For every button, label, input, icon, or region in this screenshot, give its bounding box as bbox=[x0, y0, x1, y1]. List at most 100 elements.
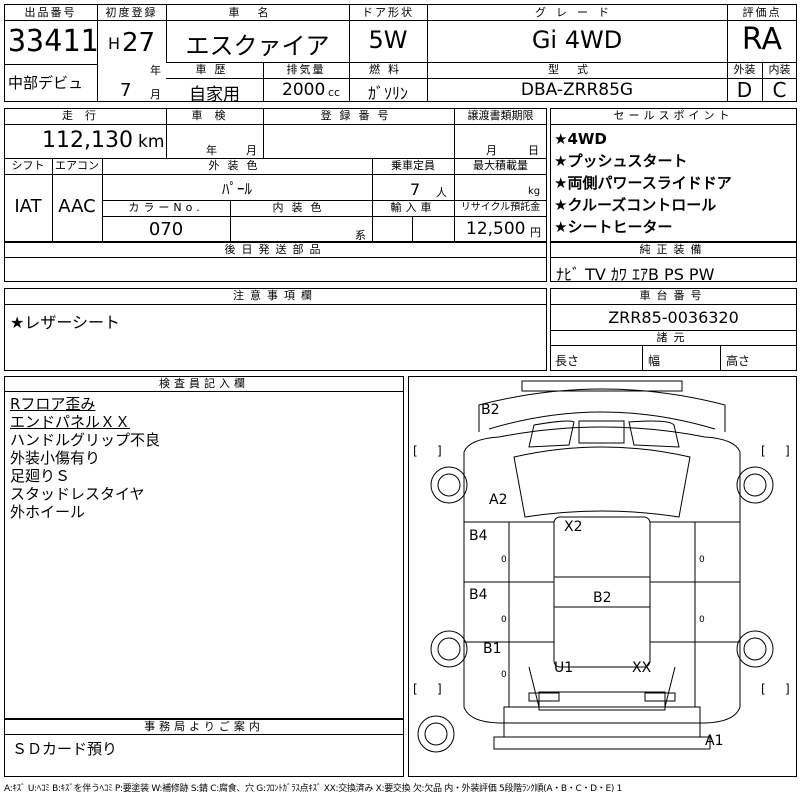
recycle-label: リサイクル預託金 bbox=[460, 202, 541, 213]
displacement: 2000 bbox=[282, 80, 326, 100]
intcolor-label: 内装色 bbox=[272, 201, 330, 214]
insp-month-unit: 月 bbox=[246, 144, 257, 157]
month-unit: 月 bbox=[150, 88, 161, 101]
equipment: ﾅﾋﾞ TV ｶﾜ ｴｱB PS PW bbox=[556, 265, 715, 284]
ext-grade: D bbox=[736, 78, 753, 102]
mileage-unit: km bbox=[138, 132, 165, 152]
mileage: 112,130 bbox=[42, 128, 133, 153]
color: ﾊﾟｰﾙ bbox=[221, 180, 252, 198]
sales-item: ★シートヒーター bbox=[554, 218, 673, 236]
inspector-line: ハンドルグリップ不良 bbox=[10, 431, 161, 449]
inspection-label: 車検 bbox=[191, 109, 238, 122]
shift: IAT bbox=[14, 196, 42, 217]
dims-label: 諸元 bbox=[656, 331, 691, 344]
recycle-amount: 12,500 bbox=[466, 219, 526, 239]
model: DBA-ZRR85G bbox=[520, 80, 634, 100]
load-label: 最大積載量 bbox=[473, 159, 528, 172]
dmg-mark: B2 bbox=[593, 590, 612, 606]
transfer-label: 譲渡書類期限 bbox=[467, 109, 534, 122]
small-mark: 0 bbox=[501, 555, 507, 565]
insp-year-unit: 年 bbox=[206, 144, 217, 157]
small-mark: 0 bbox=[699, 555, 705, 565]
equipment-block bbox=[550, 242, 797, 282]
first-reg-month: 7 bbox=[120, 80, 132, 101]
notes: ★レザーシート bbox=[10, 313, 121, 332]
lot-label: 出品番号 bbox=[24, 6, 77, 19]
car-name-label: 車名 bbox=[228, 6, 287, 19]
colorno: 070 bbox=[148, 219, 184, 240]
office-block bbox=[4, 719, 404, 777]
capacity: 7 bbox=[410, 180, 421, 199]
dmg-mark: U1 bbox=[554, 660, 573, 676]
displacement-label: 排気量 bbox=[286, 63, 326, 76]
sales-item: ★4WD bbox=[554, 130, 607, 148]
bracket: ] bbox=[437, 682, 442, 696]
capacity-label: 乗車定員 bbox=[391, 159, 435, 172]
details-block bbox=[4, 108, 547, 242]
year-unit: 年 bbox=[150, 64, 161, 77]
displacement-unit: cc bbox=[328, 86, 341, 99]
score: RA bbox=[741, 22, 783, 57]
door-type: 5W bbox=[368, 26, 408, 54]
dmg-mark: B2 bbox=[481, 402, 500, 418]
small-mark: 0 bbox=[501, 615, 507, 625]
tr-month-unit: 月 bbox=[486, 144, 497, 157]
car-diagram: B2 A2 X2 B4 B4 B2 B1 U1 XX A1 0 0 0 0 0 … bbox=[408, 376, 797, 777]
lot-number: 33411 bbox=[8, 24, 99, 59]
sales-label: セールスポイント bbox=[613, 109, 734, 122]
dmg-mark: XX bbox=[632, 660, 652, 676]
header-block bbox=[4, 4, 797, 102]
bracket: ] bbox=[785, 444, 790, 458]
office-label: 事務局よりご案内 bbox=[144, 720, 264, 733]
inspector-line: スタッドレスタイヤ bbox=[10, 485, 145, 503]
later-parts-label: 後日発送部品 bbox=[224, 243, 327, 256]
dmg-mark: B1 bbox=[483, 641, 502, 657]
ac: AAC bbox=[58, 196, 96, 217]
bracket: ] bbox=[437, 444, 442, 458]
dmg-mark: B4 bbox=[469, 528, 488, 544]
debut-label: 中部デビュ bbox=[8, 74, 84, 92]
chassis-label: 車台番号 bbox=[639, 289, 708, 302]
height-label: 高さ bbox=[726, 354, 751, 368]
bracket: [ bbox=[761, 444, 766, 458]
dmg-mark: B4 bbox=[469, 587, 488, 603]
car-diagram-svg: B2 A2 X2 B4 B4 B2 B1 U1 XX A1 0 0 0 0 0 … bbox=[413, 380, 790, 753]
sales-item: ★両側パワースライドドア bbox=[554, 174, 732, 192]
capacity-unit: 人 bbox=[436, 186, 447, 199]
recycle-unit: 円 bbox=[530, 226, 541, 239]
history-label: 車歴 bbox=[195, 63, 234, 76]
history: 自家用 bbox=[189, 85, 240, 105]
sales-item: ★プッシュスタート bbox=[554, 152, 688, 170]
sales-points-block bbox=[550, 108, 797, 242]
dmg-mark: X2 bbox=[564, 519, 583, 535]
inspector-block bbox=[4, 376, 404, 719]
sales-item: ★クルーズコントロール bbox=[554, 196, 717, 214]
chassis-block bbox=[550, 288, 797, 371]
bracket: [ bbox=[413, 444, 418, 458]
car-name: エスクァイア bbox=[185, 32, 330, 60]
first-reg-year: 27 bbox=[122, 28, 156, 58]
inspector-line: エンドパネルＸＸ bbox=[10, 413, 131, 431]
import-label: 輸入車 bbox=[390, 201, 436, 214]
intcolor-unit: 系 bbox=[355, 229, 366, 242]
later-parts-block bbox=[4, 242, 547, 282]
inspector-list: Rフロア歪み エンドパネルＸＸ ハンドルグリップ不良 外装小傷有り 足廻りＳ ス… bbox=[10, 395, 160, 521]
legend: A:ｷｽﾞ U:ﾍｺﾐ B:ｷｽﾞを伴うﾍｺﾐ P:要塗装 W:補修跡 S:錆 … bbox=[4, 784, 623, 794]
small-mark: 0 bbox=[501, 670, 507, 680]
grade-label: グレード bbox=[535, 6, 619, 19]
score-label: 評価点 bbox=[742, 6, 782, 19]
int-grade: C bbox=[772, 78, 787, 102]
ac-label: エアコン bbox=[55, 159, 99, 172]
notes-label: 注意事項欄 bbox=[233, 289, 318, 302]
first-reg-label: 初度登録 bbox=[105, 6, 158, 19]
int-label: 内装 bbox=[768, 63, 791, 76]
fuel-label: 燃料 bbox=[369, 63, 407, 76]
bracket: [ bbox=[761, 682, 766, 696]
model-label: 型式 bbox=[548, 63, 606, 76]
dmg-mark: A1 bbox=[705, 733, 723, 749]
tr-day-unit: 日 bbox=[528, 144, 539, 157]
inspector-line: 外ホイール bbox=[10, 503, 86, 521]
dmg-mark: A2 bbox=[489, 492, 507, 508]
inspector-line: Rフロア歪み bbox=[10, 395, 96, 413]
notes-block bbox=[4, 288, 547, 371]
